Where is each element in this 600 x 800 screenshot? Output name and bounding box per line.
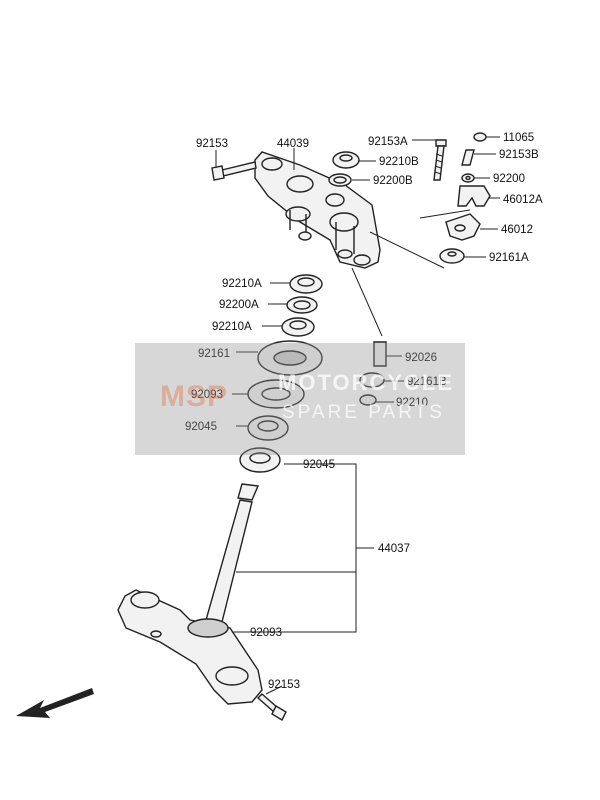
- label-44037: 44037: [378, 543, 410, 555]
- bolt-92153-upper: [211, 161, 257, 181]
- label-92200: 92200: [493, 173, 525, 185]
- washer-92200: [461, 173, 475, 183]
- nut-92210: [359, 394, 377, 406]
- washer-92200A: [286, 296, 318, 314]
- label-92026: 92026: [405, 352, 437, 364]
- label-92200A: 92200A: [219, 299, 259, 311]
- label-92210A-1: 92210A: [222, 278, 262, 290]
- clamp-46012A: [457, 185, 491, 207]
- clamp-46012: [445, 213, 481, 241]
- label-92161A: 92161A: [489, 252, 529, 264]
- seal-92161: [257, 340, 323, 376]
- label-44039: 44039: [277, 138, 309, 150]
- nut-92210A-lower: [281, 317, 315, 337]
- watermark-line1: MOTORCYCLE: [278, 370, 455, 395]
- collar-92161B: [359, 372, 385, 388]
- watermark-line2: SPARE PARTS: [282, 402, 445, 423]
- bolt-92153B: [461, 149, 475, 166]
- nut-92210A-upper: [289, 274, 323, 294]
- bolt-92153-lower: [256, 693, 287, 721]
- label-92093-2: 92093: [250, 627, 282, 639]
- label-92153B: 92153B: [499, 149, 539, 161]
- cap-11065: [473, 132, 487, 142]
- watermark-logo: MSP: [160, 380, 229, 413]
- label-92161B: 92161B: [407, 376, 447, 388]
- label-92153-top: 92153: [196, 138, 228, 150]
- washer-92200B: [328, 173, 352, 187]
- bearing-92045-upper: [247, 415, 289, 441]
- nut-92210B: [332, 151, 360, 169]
- pin-92026: [373, 341, 387, 367]
- label-92210A-2: 92210A: [212, 321, 252, 333]
- watermark-band: [135, 343, 465, 455]
- label-92200B: 92200B: [373, 175, 413, 187]
- label-11065: 11065: [503, 132, 534, 144]
- bearing-92045-lower: [239, 447, 281, 473]
- bolt-92153A: [433, 139, 447, 181]
- label-46012A: 46012A: [503, 194, 543, 206]
- label-46012: 46012: [501, 224, 533, 236]
- label-92045-1: 92045: [185, 421, 217, 433]
- seal-92093-upper: [247, 379, 305, 409]
- front-arrow-icon: [16, 688, 94, 718]
- label-92153-bottom: 92153: [268, 679, 300, 691]
- collar-92161A: [439, 248, 465, 264]
- label-92210B: 92210B: [379, 156, 419, 168]
- label-92153A: 92153A: [368, 136, 408, 148]
- label-92210: 92210: [396, 397, 428, 409]
- upper-bracket-44039: [254, 151, 381, 269]
- label-92045-2: 92045: [303, 459, 335, 471]
- label-92093-1: 92093: [191, 389, 223, 401]
- steering-stem-44037: [117, 483, 263, 705]
- label-92161: 92161: [198, 348, 230, 360]
